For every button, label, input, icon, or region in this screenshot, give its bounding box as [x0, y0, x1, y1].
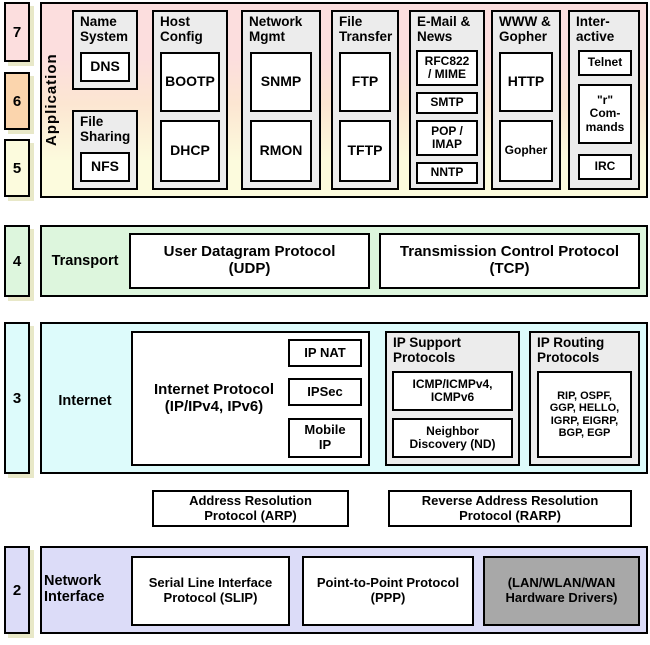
protocol-r-commands: "r" Com- mands — [578, 84, 632, 144]
protocol-bootp: BOOTP — [160, 52, 220, 112]
protocol-rfc822-mime: RFC822 / MIME — [416, 50, 478, 86]
protocol-rmon-label: RMON — [259, 142, 303, 159]
internet-layer-label: Internet — [58, 393, 112, 409]
protocol-snmp: SNMP — [250, 52, 312, 112]
protocol-bootp-label: BOOTP — [165, 73, 215, 90]
protocol-dhcp-label: DHCP — [170, 142, 210, 159]
protocol-pop-imap: POP / IMAP — [416, 120, 478, 156]
protocol-dns: DNS — [80, 52, 130, 82]
protocol-ip-nat-label: IP NAT — [304, 344, 346, 360]
protocol-slip: Serial Line Interface Protocol (SLIP) — [131, 556, 290, 626]
protocol-dhcp: DHCP — [160, 120, 220, 182]
protocol-tftp-label: TFTP — [347, 142, 383, 159]
layer-number-7-label: 7 — [12, 23, 22, 41]
protocol-telnet-label: Telnet — [587, 55, 623, 70]
group-file-sharing-title: File Sharing — [80, 114, 131, 144]
layer-number-3: 3 — [4, 322, 30, 474]
protocol-arp: Address Resolution Protocol (ARP) — [152, 490, 349, 527]
group-name-system-title: Name System — [80, 14, 129, 44]
group-ip-routing-protocols-title: IP Routing Protocols — [537, 335, 605, 365]
protocol-http-label: HTTP — [507, 73, 545, 90]
protocol-irc: IRC — [578, 154, 632, 180]
protocol-icmp-label: ICMP/ICMPv4, ICMPv6 — [412, 376, 493, 404]
layer-number-2: 2 — [4, 546, 30, 634]
protocol-ftp: FTP — [339, 52, 391, 112]
protocol-nntp: NNTP — [416, 162, 478, 184]
protocol-smtp: SMTP — [416, 92, 478, 114]
group-interactive-title: Inter- active — [576, 14, 615, 44]
protocol-tcp-label: Transmission Control Protocol (TCP) — [399, 243, 620, 277]
protocol-pop-imap-label: POP / IMAP — [431, 123, 463, 151]
protocol-r-commands-label: "r" Com- mands — [585, 92, 625, 134]
protocol-gopher-label: Gopher — [504, 143, 548, 158]
protocol-ip-nat: IP NAT — [288, 339, 362, 367]
protocol-routing-list-label: RIP, OSPF, GGP, HELLO, IGRP, EIGRP, BGP,… — [549, 389, 620, 439]
group-ip-support-protocols-title: IP Support Protocols — [393, 335, 462, 365]
protocol-http: HTTP — [499, 52, 553, 112]
protocol-tftp: TFTP — [339, 120, 391, 182]
layer-number-2-label: 2 — [12, 581, 22, 599]
protocol-slip-label: Serial Line Interface Protocol (SLIP) — [148, 575, 273, 605]
group-www-gopher-title: WWW & Gopher — [499, 14, 551, 44]
protocol-ftp-label: FTP — [351, 73, 379, 90]
layer-number-5-label: 5 — [12, 159, 22, 177]
protocol-neighbor-discovery: Neighbor Discovery (ND) — [392, 418, 513, 458]
layer-number-4: 4 — [4, 225, 30, 297]
layer-number-7: 7 — [4, 2, 30, 62]
protocol-udp-label: User Datagram Protocol (UDP) — [163, 243, 336, 277]
protocol-smtp-label: SMTP — [430, 95, 464, 110]
group-email-news-title: E-Mail & News — [417, 14, 471, 44]
layer-number-5: 5 — [4, 139, 30, 197]
protocol-ipsec-label: IPSec — [307, 383, 343, 399]
protocol-nntp-label: NNTP — [430, 165, 464, 180]
application-layer-label: Application — [43, 53, 60, 147]
protocol-nfs-label: NFS — [91, 158, 119, 175]
protocol-ppp-label: Point-to-Point Protocol (PPP) — [316, 575, 460, 605]
protocol-neighbor-discovery-label: Neighbor Discovery (ND) — [409, 423, 496, 451]
layer-number-4-label: 4 — [12, 252, 22, 270]
group-file-transfer-title: File Transfer — [339, 14, 393, 44]
protocol-internet-protocol-label: Internet Protocol (IP/IPv4, IPv6) — [153, 381, 274, 416]
protocol-dns-label: DNS — [90, 58, 120, 75]
protocol-hardware-drivers: (LAN/WLAN/WAN Hardware Drivers) — [483, 556, 640, 626]
protocol-ipsec: IPSec — [288, 378, 362, 406]
protocol-rarp-label: Reverse Address Resolution Protocol (RAR… — [421, 492, 599, 523]
protocol-rfc822-mime-label: RFC822 / MIME — [424, 53, 470, 81]
transport-layer-label: Transport — [51, 253, 119, 269]
protocol-routing-list: RIP, OSPF, GGP, HELLO, IGRP, EIGRP, BGP,… — [537, 371, 632, 458]
protocol-irc-label: IRC — [594, 159, 616, 174]
protocol-snmp-label: SNMP — [260, 73, 302, 90]
protocol-rarp: Reverse Address Resolution Protocol (RAR… — [388, 490, 632, 527]
group-host-config-title: Host Config — [160, 14, 203, 44]
protocol-telnet: Telnet — [578, 50, 632, 76]
protocol-udp: User Datagram Protocol (UDP) — [129, 233, 370, 289]
protocol-arp-label: Address Resolution Protocol (ARP) — [189, 492, 312, 523]
layer-number-6: 6 — [4, 72, 30, 130]
protocol-tcp: Transmission Control Protocol (TCP) — [379, 233, 640, 289]
protocol-hardware-drivers-label: (LAN/WLAN/WAN Hardware Drivers) — [505, 575, 618, 605]
protocol-ppp: Point-to-Point Protocol (PPP) — [302, 556, 474, 626]
protocol-mobile-ip: Mobile IP — [288, 418, 362, 458]
protocol-gopher: Gopher — [499, 120, 553, 182]
protocol-nfs: NFS — [80, 152, 130, 182]
network-interface-layer-label: Network Interface — [44, 573, 105, 606]
protocol-mobile-ip-label: Mobile IP — [304, 422, 346, 452]
group-network-mgmt-title: Network Mgmt — [249, 14, 303, 44]
layer-number-6-label: 6 — [12, 92, 22, 110]
layer-number-3-label: 3 — [12, 389, 22, 407]
protocol-rmon: RMON — [250, 120, 312, 182]
protocol-icmp: ICMP/ICMPv4, ICMPv6 — [392, 371, 513, 411]
